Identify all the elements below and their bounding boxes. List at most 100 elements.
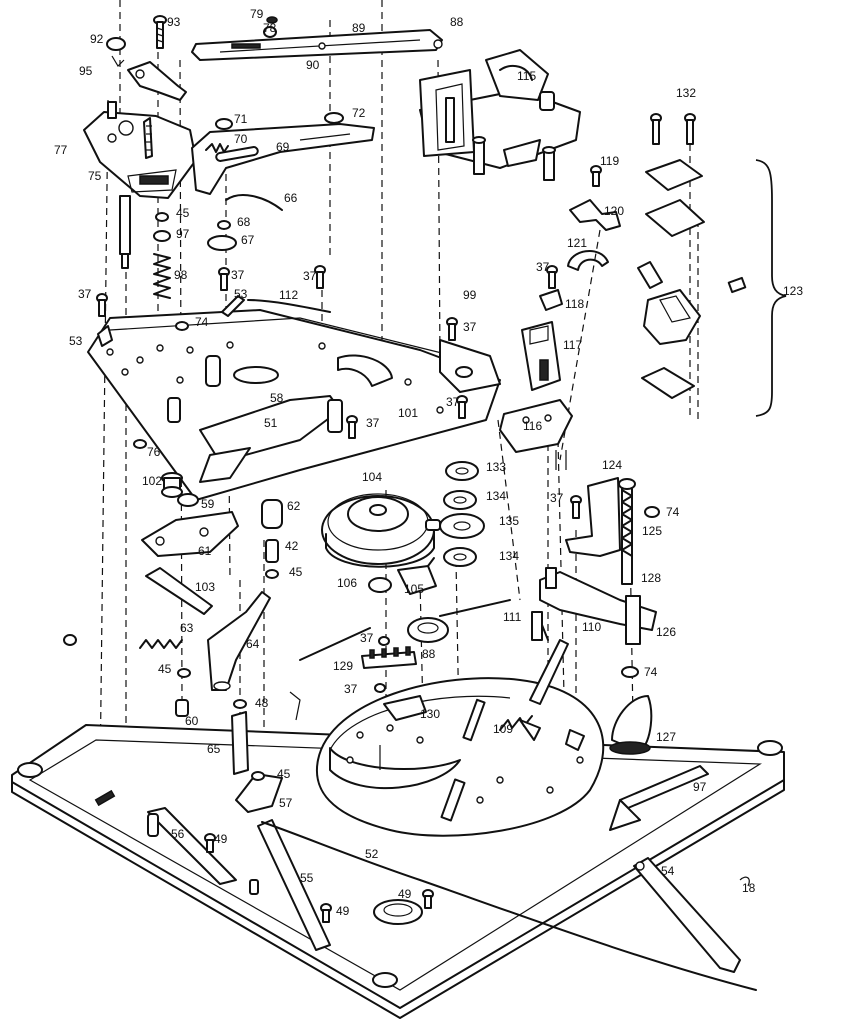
callout-75: 75 [88,169,102,183]
callout-62: 62 [287,499,301,513]
spring-98 [153,230,171,299]
callout-37: 37 [550,491,564,505]
wire-112 [247,299,331,313]
callout-89: 89 [352,21,366,35]
callout-124: 124 [602,458,622,472]
callout-105: 105 [404,582,424,596]
lever-69 [191,123,375,195]
screws-49 [204,833,434,923]
callout-120: 120 [604,204,624,218]
plate-130 [383,695,427,721]
part-118 [539,289,563,311]
callout-130: 130 [420,707,440,721]
callout-51: 51 [264,416,278,430]
clip-74-deck [175,321,189,331]
ring-48 [233,699,247,709]
callout-134: 134 [499,549,519,563]
callout-37: 37 [366,416,380,430]
callout-99: 99 [463,288,477,302]
ring-45-left [177,668,191,678]
callout-104: 104 [362,470,382,484]
callout-90: 90 [306,58,320,72]
callout-49: 49 [336,904,350,918]
callout-37: 37 [536,260,550,274]
callout-61: 61 [198,544,212,558]
motor-assembly-115 [419,49,581,181]
callout-67: 67 [241,233,255,247]
wire-66 [225,194,283,211]
callout-106: 106 [337,576,357,590]
plate-116 [499,399,573,453]
washer-92 [106,37,126,51]
callout-53: 53 [69,334,83,348]
callout-59: 59 [201,497,215,511]
callout-45: 45 [176,206,190,220]
callout-102: 102 [142,474,162,488]
callout-37: 37 [446,395,460,409]
ring-45-top [155,212,169,222]
bracket-105 [397,565,437,595]
callout-118: 118 [565,297,584,311]
clip-72 [324,112,344,124]
arm-lift-95 [127,61,187,101]
callout-78: 78 [263,21,277,35]
callout-127: 127 [656,730,676,744]
clip-74-lower [621,666,639,678]
callout-98: 98 [174,268,188,282]
slide-65 [231,711,249,775]
post-42 [265,539,279,563]
callout-116: 116 [523,419,542,433]
spring-63 [139,639,183,649]
callout-72: 72 [352,106,366,120]
callout-129: 129 [333,659,353,673]
clip-79 [266,16,278,24]
callout-18: 18 [742,881,756,895]
callout-77: 77 [54,143,68,157]
callout-133: 133 [486,460,506,474]
callout-88: 88 [422,647,436,661]
ring-106 [368,577,392,593]
callout-45: 45 [277,767,291,781]
slider-bar-89 [191,29,443,61]
callout-58: 58 [270,391,284,405]
clip-76 [133,439,147,449]
callout-95: 95 [79,64,93,78]
part-102 [161,472,183,498]
callout-79: 79 [250,7,264,21]
callout-112: 112 [279,288,298,302]
callout-132: 132 [676,86,696,100]
callout-126: 126 [656,625,676,639]
screws-37 [96,165,602,693]
spring-125 [618,478,636,585]
link-53 [221,295,245,317]
cam-61 [141,511,239,557]
callout-93: 93 [167,15,181,29]
callout-48: 48 [255,696,269,710]
callout-49: 49 [398,887,412,901]
callout-123: 123 [783,284,803,298]
callout-103: 103 [195,580,215,594]
callout-37: 37 [360,631,374,645]
link-53b [97,325,113,347]
stud-60 [175,699,189,717]
callout-69: 69 [276,140,290,154]
callout-42: 42 [285,539,299,553]
callout-74: 74 [666,505,680,519]
tonearm-rest-126 [539,567,657,645]
callout-109: 109 [493,722,513,736]
callout-63: 63 [180,621,194,635]
lever-103 [145,567,213,615]
callout-111: 111 [503,610,522,624]
callout-121: 121 [567,236,587,250]
callout-74: 74 [644,665,658,679]
callout-128: 128 [641,571,661,585]
gear-67 [207,235,237,251]
spring-70 [205,143,229,153]
callout-57: 57 [279,796,293,810]
callout-52: 52 [365,847,379,861]
callout-71: 71 [234,112,248,126]
callout-76: 76 [147,445,161,459]
tonearm-bracket-75 [83,101,197,269]
callout-70: 70 [234,132,248,146]
washers-133-135 [439,461,485,567]
